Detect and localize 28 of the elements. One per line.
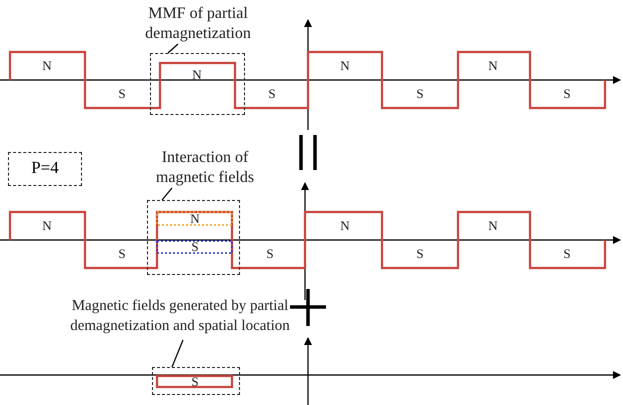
pole-label: S [266,247,274,261]
annotation-text: Interaction of magnetic fields [135,148,275,188]
dashed-box [150,53,245,115]
pole-label: S [191,240,199,254]
pole-label: S [191,375,199,389]
pole-label: S [268,87,276,101]
pole-label: N [42,219,52,233]
pole-label: N [488,219,498,233]
dashed-box: P=4 [8,152,82,186]
dashed-box [152,367,240,395]
pole-label: S [118,87,126,101]
pole-label: N [488,59,498,73]
pole-label: N [340,219,350,233]
pole-label: S [563,87,571,101]
pole-label: S [416,87,424,101]
pole-label: N [192,68,202,82]
pole-label: S [416,247,424,261]
pole-label: N [42,59,52,73]
annotation-text: MMF of partial demagnetization [135,4,261,44]
pole-label: S [118,247,126,261]
annotation-text: Magnetic fields generated by partial demagnetization and spatial location [40,296,320,340]
leader-line [171,340,184,368]
pole-label: N [340,59,350,73]
pole-label: N [190,212,200,226]
leader-line [168,44,178,54]
pole-label: S [563,247,571,261]
leader-line [162,188,172,200]
dashed-box [147,200,240,275]
